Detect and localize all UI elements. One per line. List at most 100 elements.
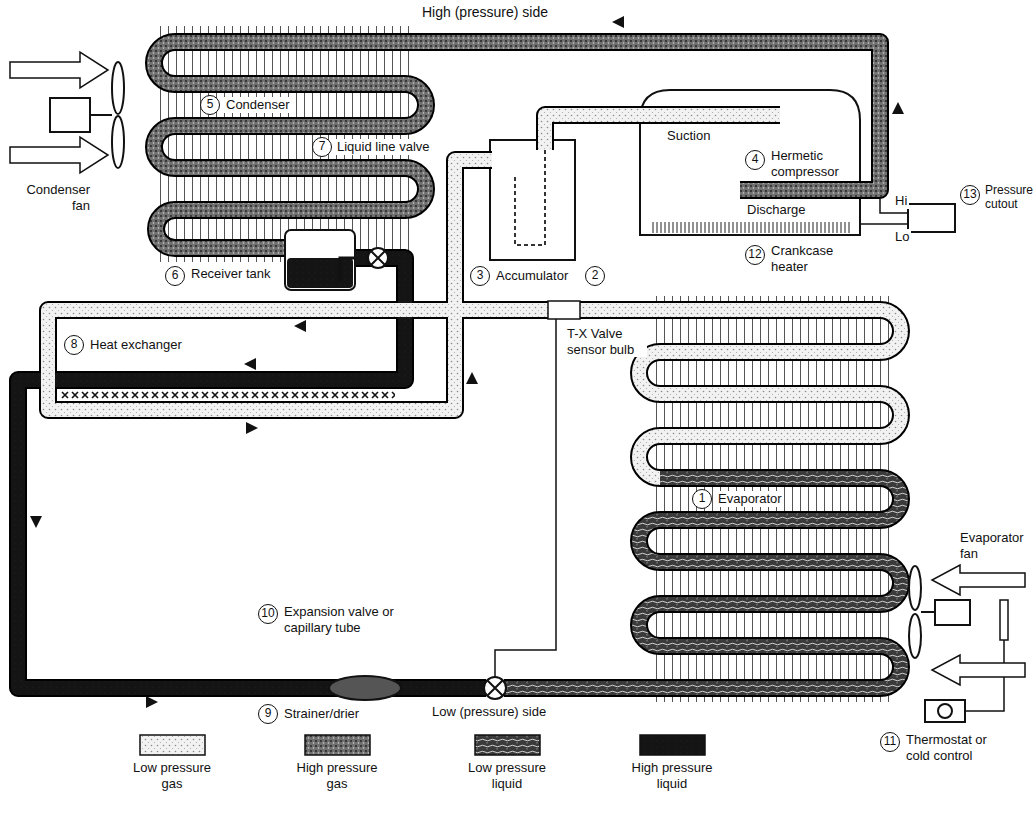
pipes xyxy=(18,258,486,688)
condenser-fan xyxy=(90,114,112,116)
flow-arrows xyxy=(466,372,478,384)
callout-number: 12 xyxy=(745,245,765,265)
part-label: Evaporator fan xyxy=(958,530,1034,561)
part-label: Crankcase heater xyxy=(769,243,858,274)
flow-arrows xyxy=(30,516,42,528)
pressure-cutout xyxy=(908,204,955,232)
legend-label: Low pressure gas xyxy=(125,760,219,791)
part-label: Strainer/drier xyxy=(282,706,361,722)
pipes xyxy=(18,42,901,688)
thermostat xyxy=(925,700,965,722)
pipes xyxy=(545,115,780,150)
condenser-fan xyxy=(50,98,90,132)
callout-number: 7 xyxy=(312,137,332,157)
part-label: T-X Valve sensor bulb xyxy=(565,326,647,357)
evaporator-fan xyxy=(909,614,921,658)
evaporator-fan xyxy=(921,611,935,613)
accumulator-tank xyxy=(515,150,545,245)
part-label: Suction xyxy=(665,128,712,144)
callout-number: 6 xyxy=(165,266,185,286)
legend-samples xyxy=(475,735,540,755)
callout-number: 4 xyxy=(745,150,765,170)
part-label: Condenser fan xyxy=(8,182,92,213)
flow-arrows xyxy=(612,16,624,28)
evaporator-fan xyxy=(909,566,921,610)
part-label: Accumulator xyxy=(494,268,570,284)
evaporator-fan xyxy=(932,655,1025,685)
callout-number: 3 xyxy=(470,266,490,286)
callout-number: 10 xyxy=(258,604,278,624)
part-label: Liquid line valve xyxy=(335,139,432,155)
valves xyxy=(484,677,506,699)
part-label: Heat exchanger xyxy=(88,337,184,353)
legend-label: High pressure gas xyxy=(290,760,384,791)
part-label: Low (pressure) side xyxy=(430,704,548,720)
receiver-tank xyxy=(340,258,355,282)
valves xyxy=(487,680,503,696)
condenser-fan xyxy=(10,52,124,173)
pipes xyxy=(18,258,486,688)
tx-sensor-bulb xyxy=(495,319,556,677)
heat-exchanger-marks xyxy=(60,390,395,400)
callout-number: 9 xyxy=(258,704,278,724)
flow-arrows xyxy=(246,422,258,434)
tx-sensor-bulb xyxy=(495,301,580,677)
evaporator-fan xyxy=(935,600,970,625)
flow-arrows xyxy=(892,102,904,114)
flow-arrows xyxy=(30,16,904,708)
condenser-fan xyxy=(112,62,124,114)
side-label: High (pressure) side xyxy=(420,4,550,21)
part-label: Thermostat or cold control xyxy=(904,732,1008,763)
legend-samples xyxy=(140,735,705,755)
pipes xyxy=(154,42,880,248)
receiver-tank xyxy=(285,230,355,290)
part-label: Condenser xyxy=(224,97,292,113)
flow-arrows xyxy=(244,358,256,370)
part-label: Lo xyxy=(893,229,911,245)
part-label: Evaporator xyxy=(716,491,784,507)
valves xyxy=(368,248,388,268)
part-label: Hi xyxy=(893,193,909,209)
evaporator-fan xyxy=(932,565,1025,595)
legend-label: High pressure liquid xyxy=(625,760,719,791)
part-label: Expansion valve or capillary tube xyxy=(282,604,416,635)
legend-samples xyxy=(305,735,370,755)
heat-exchanger-marks xyxy=(60,390,395,400)
accumulator-tank xyxy=(490,140,575,260)
evaporator-fan xyxy=(1000,600,1008,640)
pipes xyxy=(504,478,901,688)
receiver-tank xyxy=(287,258,353,288)
legend-samples xyxy=(640,735,705,755)
flow-arrows xyxy=(294,320,306,332)
part-label: Pressure cutout xyxy=(983,183,1035,212)
part-label: Receiver tank xyxy=(189,266,272,282)
pipes xyxy=(154,42,880,248)
callout-number: 1 xyxy=(692,489,712,509)
condenser-fan xyxy=(112,116,124,168)
thermostat xyxy=(938,704,952,718)
callout-number: 11 xyxy=(880,732,900,752)
legend-samples xyxy=(140,735,205,755)
tx-sensor-bulb xyxy=(548,301,580,319)
flow-arrows xyxy=(146,696,158,708)
valves xyxy=(329,676,401,700)
callout-number: 2 xyxy=(585,266,605,286)
compressor-shell xyxy=(650,222,850,233)
condenser-fan xyxy=(10,52,108,88)
pipes xyxy=(504,478,901,688)
callout-number: 5 xyxy=(200,95,220,115)
part-label: Discharge xyxy=(745,202,808,218)
receiver-tank xyxy=(285,230,355,290)
callout-number: 13 xyxy=(960,185,980,205)
legend-label: Low pressure liquid xyxy=(460,760,554,791)
part-label: Hermetic compressor xyxy=(769,148,858,179)
pipes xyxy=(48,160,901,478)
accumulator-tank xyxy=(490,140,575,260)
thermostat xyxy=(925,700,965,722)
evaporator-fan xyxy=(909,565,1025,711)
callout-number: 8 xyxy=(64,335,84,355)
pipes xyxy=(545,115,780,150)
condenser-fan xyxy=(10,137,108,173)
